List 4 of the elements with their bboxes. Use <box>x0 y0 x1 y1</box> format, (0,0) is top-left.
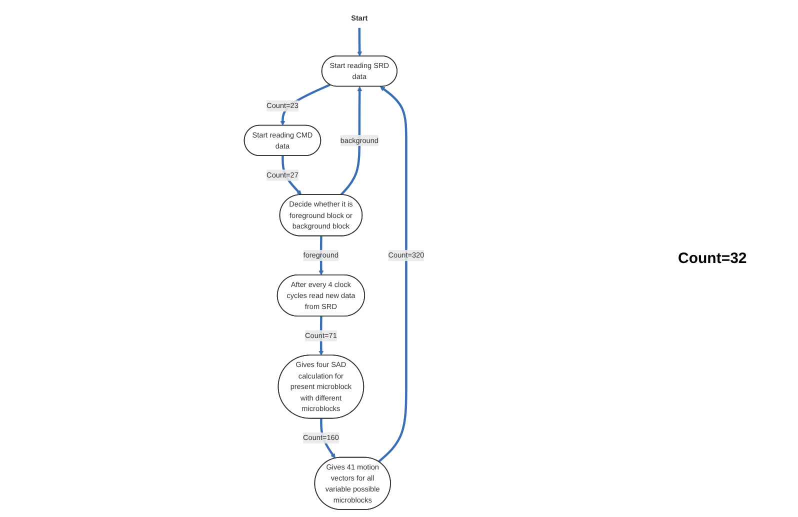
arrow <box>378 86 408 462</box>
arrow <box>340 86 362 196</box>
arrow <box>356 27 362 56</box>
count-label: Count=32 <box>678 250 748 267</box>
